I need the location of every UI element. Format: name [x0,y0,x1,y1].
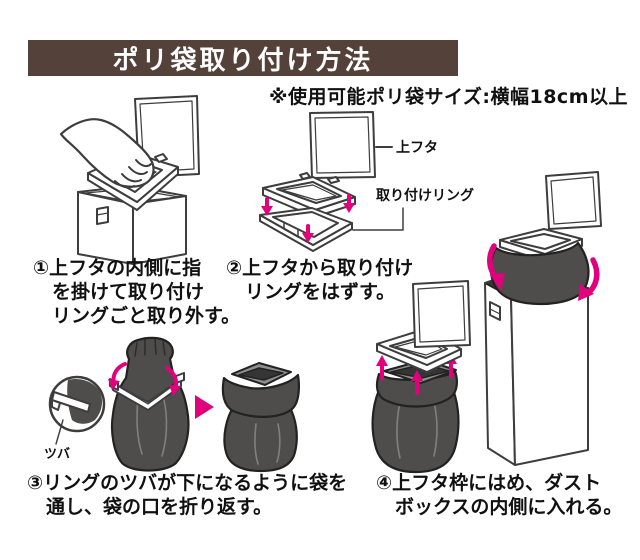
step4-caption: ④上フタ枠にはめ、ダスト ボックスの内側に入れる。 [376,471,622,519]
latch-tab [96,206,109,225]
curved-arrows [487,243,600,301]
down-arrows [261,194,355,243]
caption-line: ボックスの内側に入れる。 [395,496,623,518]
open-lid [545,171,602,230]
open-lid [309,111,376,179]
right-triangle-icon [195,395,214,419]
attachment-ring-label: 取り付けリング [376,187,474,204]
caption-line: ④上フタ枠にはめ、ダスト [376,472,602,494]
title-bar: ポリ袋取り付け方法 [28,40,458,76]
caption-line: ③リングのツバが下になるように袋を [27,472,348,494]
dust-box [484,274,589,466]
magnifier-circle [48,375,106,445]
step4-fit-illustration [371,280,471,474]
label-line-ring [352,207,404,231]
caption-line: 通し、袋の口を折り返す。 [46,496,273,518]
lid-frame [262,172,356,218]
step4-box-illustration [484,171,602,466]
step3-illustration: ツバ [44,336,300,473]
page-title: ポリ袋取り付け方法 [112,45,374,76]
step1-caption: ①上フタの内側に指 を掛けて取り付け リングごと取り外す。 [33,256,240,328]
hand [59,118,155,189]
caption-line: を掛けて取り付け [52,281,205,303]
flange-profile [51,391,91,413]
flange-label: ツバ [44,447,70,462]
caption-line: リングをはずす。 [245,281,396,303]
bag-size-note: ※使用可能ポリ袋サイズ:横幅18cm以上 [268,86,628,108]
step2-illustration: 上フタ 取り付けリング [259,111,474,252]
caption-line: ②上フタから取り付け [226,257,414,279]
step1-illustration [59,95,200,265]
bag-folded [221,362,300,473]
step2-caption: ②上フタから取り付け リングをはずす。 [226,256,413,304]
bag-with-ring [108,336,190,472]
step3-caption: ③リングのツバが下になるように袋を 通し、袋の口を折り返す。 [27,471,347,519]
top-lid-label: 上フタ [396,140,438,156]
open-lid [412,280,471,348]
caption-line: リングごと取り外す。 [52,305,241,327]
caption-line: ①上フタの内側に指 [33,257,202,279]
